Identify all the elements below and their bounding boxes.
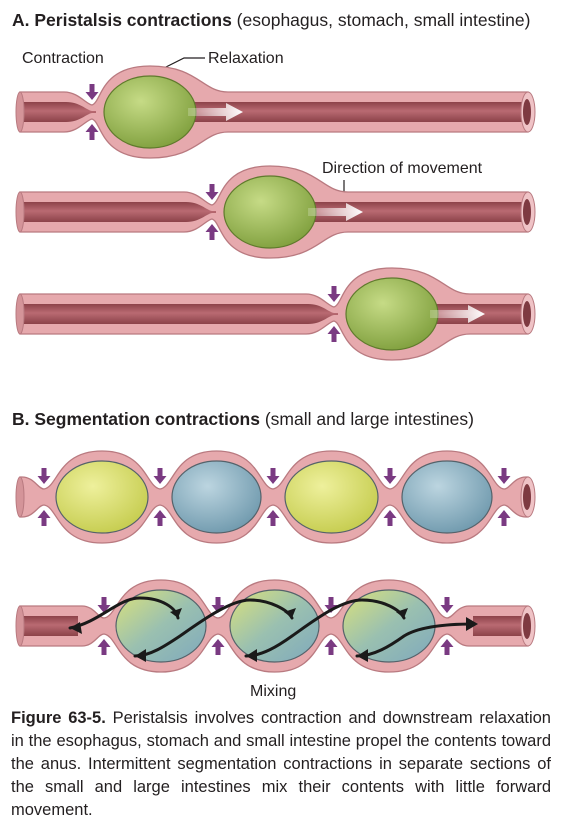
segmentation-tube-mixing: [15, 579, 536, 673]
contraction-arrow-up: [97, 639, 111, 655]
contraction-arrow-down: [383, 468, 397, 484]
tube-start-rim: [15, 476, 25, 518]
mixing-arrows: [68, 596, 476, 658]
mixing-arrowhead: [170, 608, 182, 618]
panel-a-title-bold: A. Peristalsis contractions: [12, 10, 232, 30]
contraction-arrow-down: [153, 468, 167, 484]
tube-end-opening: [523, 199, 531, 225]
tube-start-rim: [15, 91, 25, 133]
relaxation-leader-line: [159, 57, 205, 71]
label-direction: Direction of movement: [322, 160, 483, 177]
contraction-arrow-up: [266, 510, 280, 526]
mixing-arrowhead: [396, 608, 408, 618]
contraction-arrow-up: [497, 510, 511, 526]
bolus-blue: [401, 460, 493, 534]
caption-label: Figure 63-5.: [11, 709, 106, 727]
mixing-arrowhead: [357, 649, 368, 662]
bolus-green: [345, 277, 439, 351]
segmentation-tubes: [15, 450, 536, 673]
contraction-arrow-up: [327, 326, 341, 342]
tube-lumen-upstream: [20, 202, 216, 222]
contraction-arrow-up: [37, 510, 51, 526]
mixing-arrowhead: [135, 649, 146, 662]
tube-end-opening: [523, 484, 531, 510]
segmentation-tube: [15, 450, 536, 544]
contraction-arrow-down: [266, 468, 280, 484]
bolus-blue: [171, 460, 262, 534]
caption-text: Peristalsis involves contraction and dow…: [11, 709, 551, 819]
mixing-arrowhead: [284, 608, 296, 618]
bolus-mixed: [229, 589, 320, 663]
peristalsis-tube: [15, 65, 536, 159]
tube-lumen-upstream: [20, 102, 96, 122]
panel-a-title-rest: (esophagus, stomach, small intestine): [232, 10, 531, 30]
contraction-arrow-down: [205, 184, 219, 200]
bolus-yellow: [284, 460, 379, 534]
contraction-arrow-up: [205, 224, 219, 240]
contraction-arrow-down: [97, 597, 111, 613]
contraction-arrow-down: [497, 468, 511, 484]
tube-end-opening: [523, 301, 531, 327]
tube-start-rim: [15, 191, 25, 233]
peristalsis-tubes: [15, 65, 536, 361]
contraction-arrow-up: [383, 510, 397, 526]
direction-arrow: [188, 103, 243, 121]
tube-end-opening: [523, 99, 531, 125]
label-mixing: Mixing: [250, 683, 296, 700]
bolus-mixed: [115, 589, 207, 663]
direction-arrow: [430, 305, 485, 323]
peristalsis-tube: [15, 165, 536, 259]
contraction-arrow-up: [440, 639, 454, 655]
tube-lumen-upstream: [20, 304, 338, 324]
mixing-arrowhead: [246, 649, 257, 662]
panel-b-title-bold: B. Segmentation contractions: [12, 409, 260, 429]
figure-caption: Figure 63-5. Peristalsis involves contra…: [11, 707, 551, 822]
tube-start-rim: [15, 293, 25, 335]
contraction-arrow-down: [327, 286, 341, 302]
bolus-green: [223, 175, 317, 249]
contraction-arrow-down: [37, 468, 51, 484]
contraction-arrow-down: [85, 84, 99, 100]
peristalsis-tube: [15, 267, 536, 361]
contraction-arrow-up: [211, 639, 225, 655]
label-contraction: Contraction: [22, 50, 104, 67]
contraction-arrow-up: [85, 124, 99, 140]
tube-lumen-downstream: [190, 102, 528, 122]
tube-end-opening: [523, 613, 531, 639]
mixing-arrowhead: [466, 617, 478, 631]
tube-lumen-right: [473, 616, 528, 636]
contraction-arrow-up: [153, 510, 167, 526]
panel-b-title: B. Segmentation contractions (small and …: [12, 409, 474, 429]
tube-start-rim: [15, 605, 25, 647]
label-relaxation: Relaxation: [208, 50, 284, 67]
contraction-arrow-up: [324, 639, 338, 655]
panel-a-title: A. Peristalsis contractions (esophagus, …: [12, 10, 530, 30]
bolus-green: [103, 75, 197, 149]
tube-lumen-left: [20, 616, 78, 636]
panel-b-title-rest: (small and large intestines): [260, 409, 474, 429]
mixing-arrowhead: [70, 622, 82, 634]
tube-lumen-downstream: [310, 202, 528, 222]
direction-arrow: [308, 203, 363, 221]
contraction-arrow-down: [440, 597, 454, 613]
bolus-yellow: [55, 460, 149, 534]
